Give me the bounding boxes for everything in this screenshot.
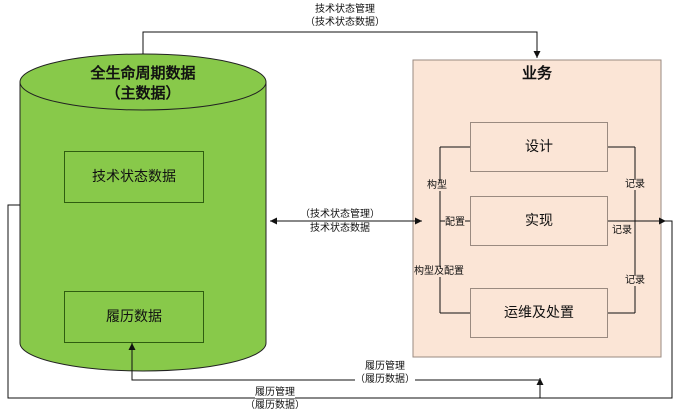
bottom-loop-line <box>7 204 540 399</box>
implement-label: 实现 <box>525 213 553 229</box>
record-label-1: 记录 <box>625 179 645 190</box>
tech-data-box <box>64 151 204 203</box>
design-box <box>470 122 608 172</box>
middle-arrow-label-2: 技术状态数据 <box>310 223 370 234</box>
ops-box <box>470 288 608 338</box>
structure-config-label: 构型及配置 <box>414 266 464 277</box>
middle-arrow-label-1: （技术状态管理） <box>300 209 380 220</box>
history-arrow-label-1: 履历管理 <box>365 361 405 372</box>
bottom-loop-label-1: 履历管理 <box>255 387 295 398</box>
config-label: 配置 <box>445 217 465 228</box>
right-return-line <box>540 220 673 399</box>
top-arrow-label-2: （技术状态数据） <box>305 17 385 28</box>
design-label: 设计 <box>525 139 553 155</box>
business-title: 业务 <box>521 64 553 82</box>
top-arrow-label-1: 技术状态管理 <box>315 4 375 15</box>
ops-label: 运维及处置 <box>504 305 574 321</box>
structure-label: 构型 <box>427 180 447 191</box>
history-arrow-label-2: （履历数据） <box>355 374 415 385</box>
tech-data-label: 技术状态数据 <box>92 169 176 185</box>
implement-box <box>470 196 608 246</box>
history-data-label: 履历数据 <box>106 309 162 325</box>
top-arrow <box>142 31 541 58</box>
record-label-3: 记录 <box>625 275 645 286</box>
bottom-loop-label-2: （履历数据） <box>245 400 305 411</box>
database-title-line2: （主数据） <box>105 84 181 102</box>
database-title-line1: 全生命周期数据 <box>90 64 196 82</box>
history-data-box <box>64 291 204 343</box>
record-label-2: 记录 <box>612 225 632 236</box>
